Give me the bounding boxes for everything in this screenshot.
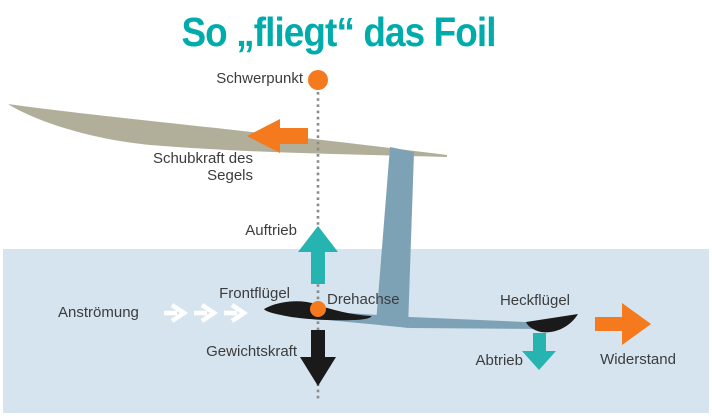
schwerpunkt-dot [308, 70, 328, 90]
schwerpunkt-label: Schwerpunkt [216, 70, 303, 87]
flow-arrow-icon-1 [164, 303, 189, 323]
widerstand-arrow-icon [595, 303, 651, 345]
auftrieb-label: Auftrieb [245, 222, 297, 239]
schubkraft-arrow-icon [247, 119, 308, 153]
abtrieb-label: Abtrieb [475, 352, 523, 369]
board-shape [8, 104, 447, 157]
drehachse-dot [310, 301, 326, 317]
gewichtskraft-label: Gewichtskraft [206, 343, 297, 360]
gewichtskraft-arrow-icon [300, 330, 336, 386]
heckfluegel-label: Heckflügel [499, 292, 571, 309]
schubkraft-label-line2: Segels [207, 167, 253, 184]
drehachse-label: Drehachse [327, 291, 400, 308]
frontfluegel-label: Frontflügel [219, 285, 290, 302]
mast-shape [376, 147, 414, 328]
widerstand-label: Widerstand [600, 351, 676, 368]
water-area [3, 249, 709, 413]
flow-arrow-icon-3 [224, 303, 249, 323]
abtrieb-arrow-icon [522, 333, 556, 370]
schubkraft-label-line1: Schubkraft des [152, 150, 253, 167]
page-title: So „fliegt“ das Foil [181, 9, 497, 55]
anstroemung-label: Anströmung [58, 304, 139, 321]
auftrieb-arrow-icon [298, 226, 338, 284]
anstroemung-flow-arrows [164, 303, 249, 323]
heckfluegel-shape [526, 314, 578, 333]
schubkraft-label: Schubkraft des Segels [118, 150, 253, 184]
flow-arrow-icon-2 [194, 303, 219, 323]
